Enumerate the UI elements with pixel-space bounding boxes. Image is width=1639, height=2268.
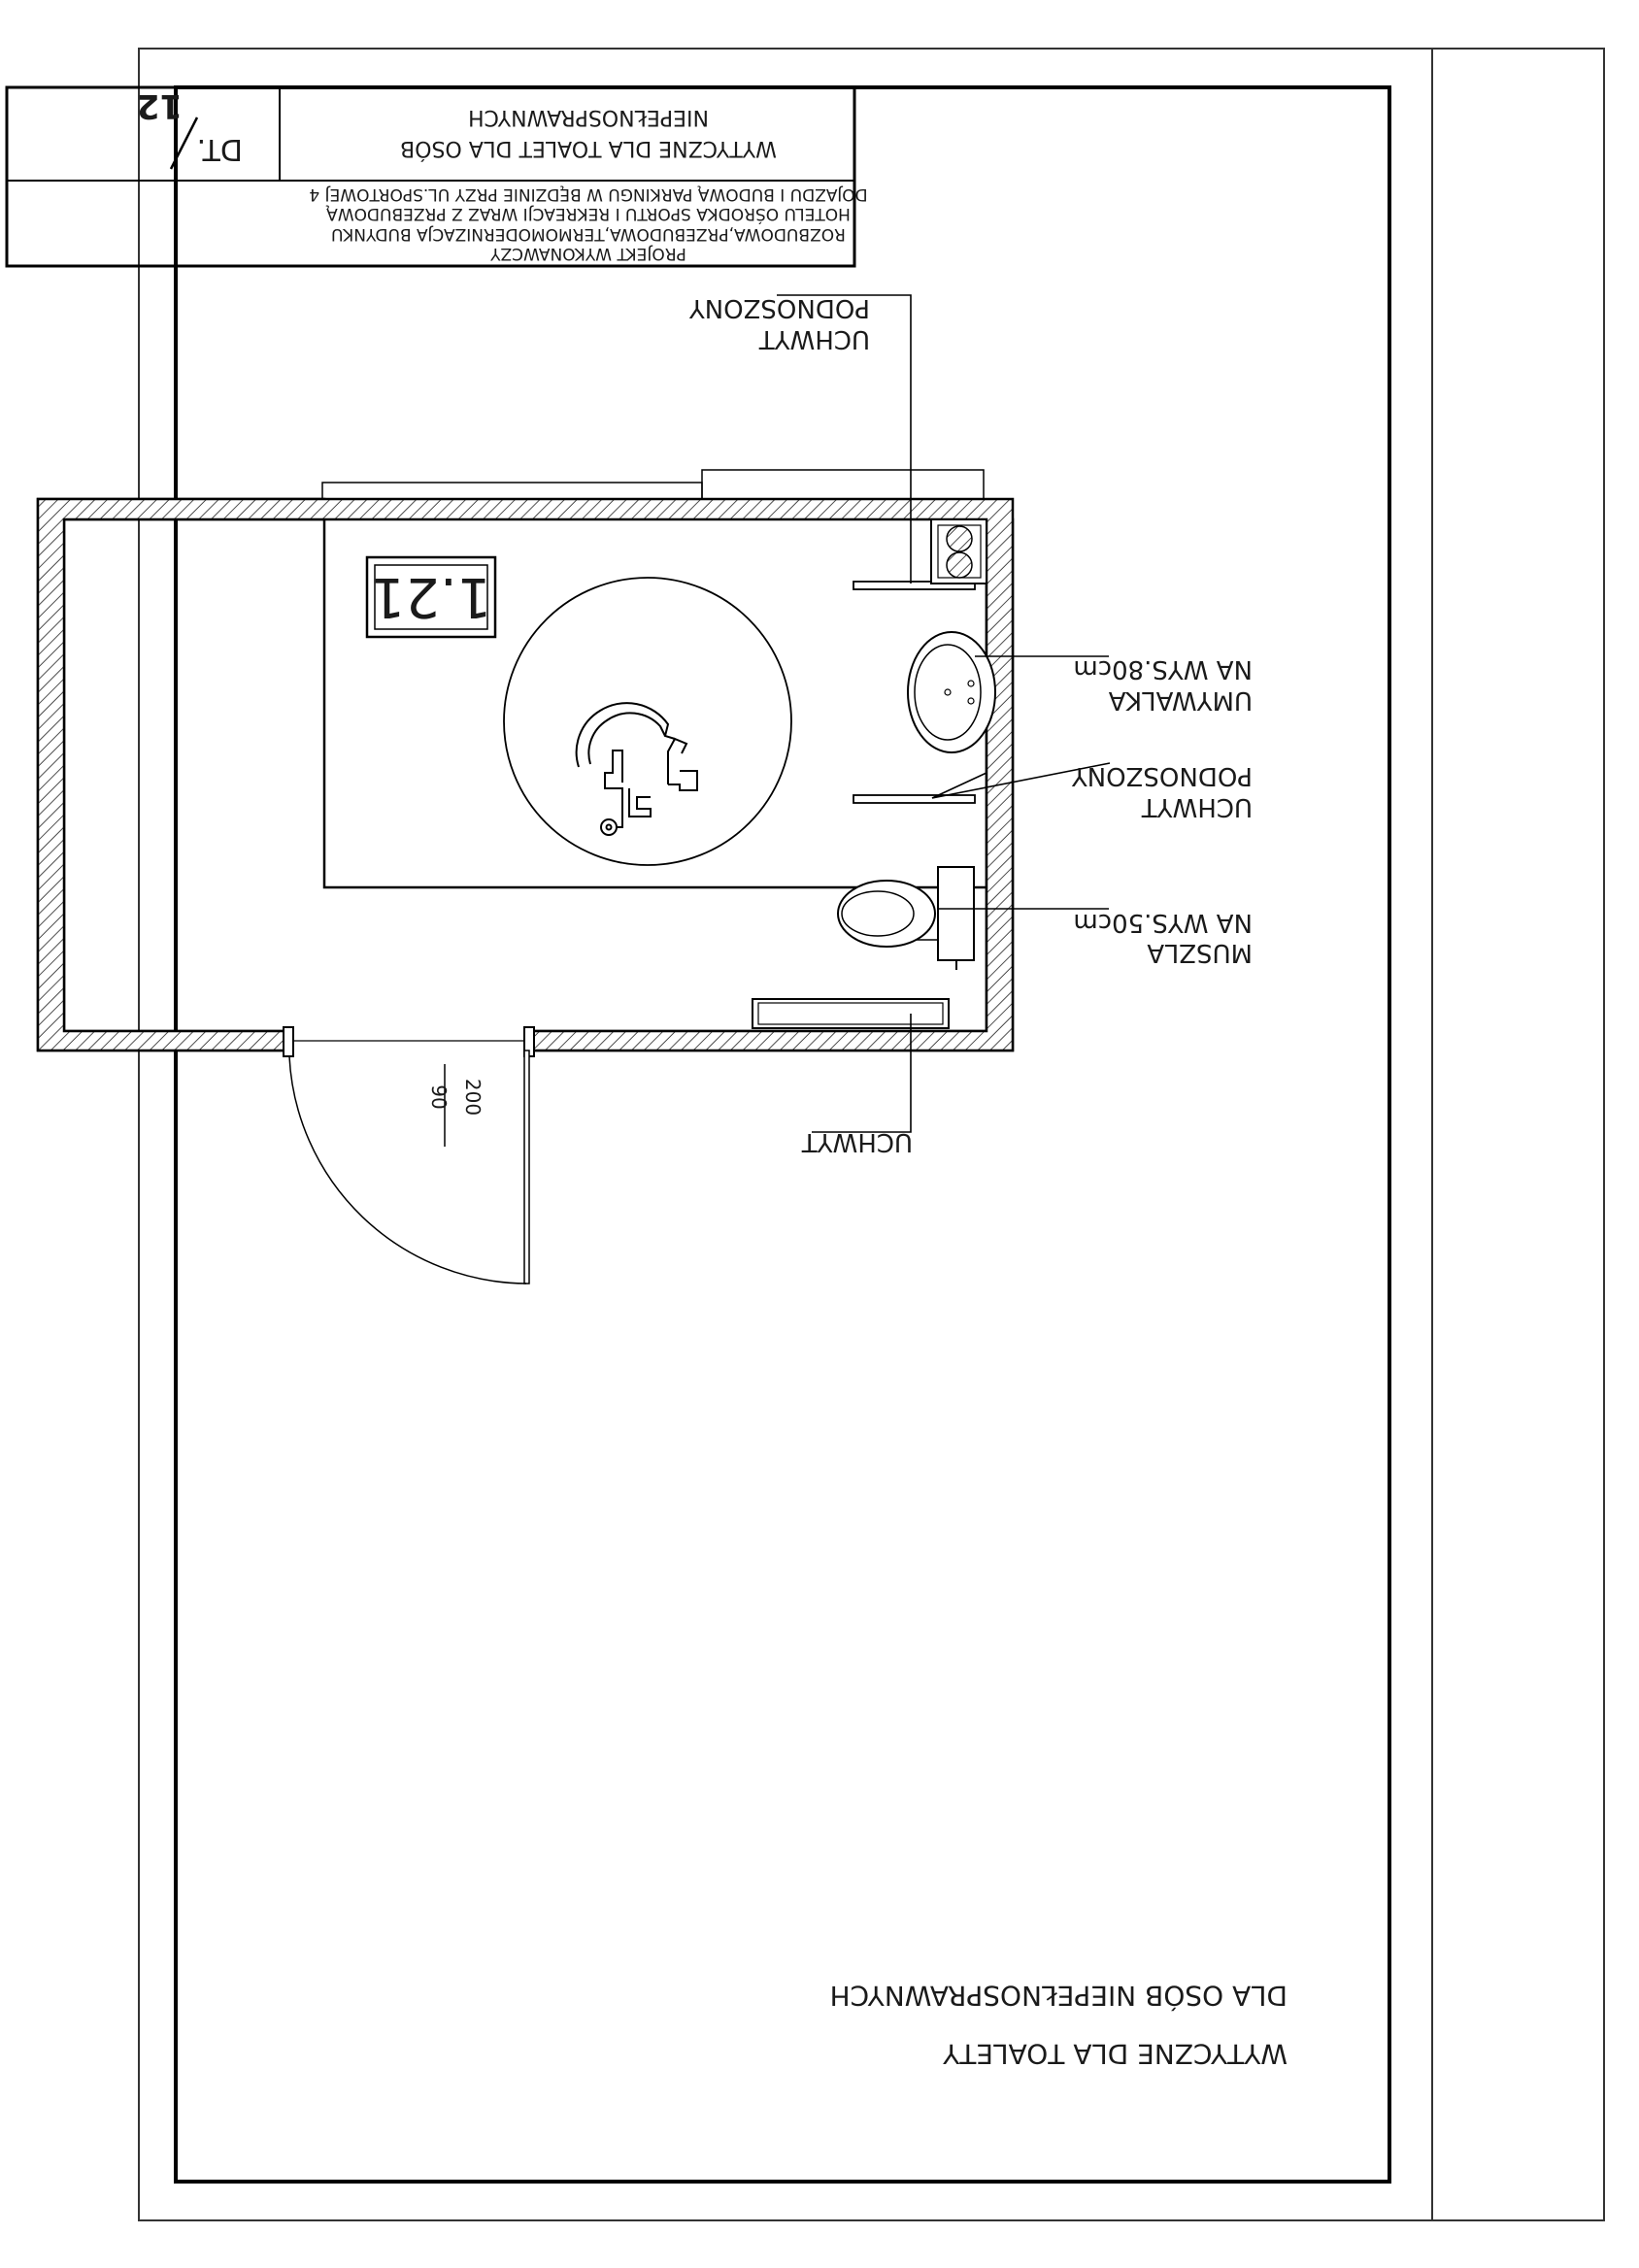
sheet-code-divider <box>169 117 199 170</box>
drawing-title-line-1: WYTYCZNE DLA TOALET DLA OSÓB <box>400 136 777 161</box>
callout-leader-grab-bar <box>812 1014 912 1133</box>
callout-washbasin-line-1: UMYWALKA <box>1109 685 1253 715</box>
callout-leader-fold-bar-1 <box>931 762 1111 799</box>
toilet-plan: 90 200 <box>36 469 1015 1284</box>
sheet-number: 12 <box>137 86 183 125</box>
fold-up-grab-bar-washbasin <box>853 581 976 590</box>
drawing-title-line-2: NIEPEŁNOSPRAWNYCH <box>468 105 709 129</box>
wheelchair-turning-circle <box>503 577 792 866</box>
callout-toilet-line-2: NA WYS.50cm <box>1073 908 1253 937</box>
callout-washbasin-line-2: NA WYS.80cm <box>1073 654 1253 684</box>
project-heading: PROJEKT WYKONAWCZY <box>490 244 686 263</box>
faucet-right <box>967 680 975 687</box>
callout-fold-bar-1-line-2: PODNOSZONY <box>1072 761 1253 790</box>
room-number: 1.21 <box>371 565 492 628</box>
door-leaf <box>523 1050 530 1284</box>
project-line-3: DOJAZDU I BUDOWĄ PARKINGU W BĘDZINIE PRZ… <box>309 184 867 204</box>
callout-leader-fold-bar-2 <box>777 294 912 584</box>
pipe-2 <box>946 525 973 552</box>
title-block: PROJEKT WYKONAWCZY ROZBUDOWA,PRZEBUDOWA,… <box>5 85 868 268</box>
faucet-left <box>967 697 975 705</box>
sheet-title-line-2: DLA OSÓB NIEPEŁNOSPRAWNYCH <box>830 1980 1288 2013</box>
callout-grab-bar-label: UCHWYT <box>802 1127 913 1156</box>
callouts <box>777 294 1111 1133</box>
washbasin-drain <box>944 688 952 696</box>
callout-toilet-line-1: MUSZLA <box>1147 938 1253 967</box>
fold-up-grab-bar-toilet <box>853 794 976 804</box>
project-line-1: ROZBUDOWA,PRZEBUDOWA,TERMOMODERNIZACJA B… <box>331 224 846 244</box>
door-width-label: 90 <box>427 1084 451 1109</box>
adjacent-wall-strip-left <box>701 469 985 500</box>
sheet-code: DT. <box>197 132 243 166</box>
callout-fold-bar-1-line-1: UCHWYT <box>1142 792 1253 821</box>
door-swing-arc <box>288 1055 527 1284</box>
sheet-title-line-1: WYTYCZNE DLA TOALETY <box>942 2038 1288 2070</box>
adjacent-wall-strip-right <box>321 482 703 500</box>
door-jamb-right <box>283 1026 294 1057</box>
door-height-label: 200 <box>461 1079 485 1116</box>
toilet-bowl <box>837 880 936 948</box>
callout-labels: UCHWYT MUSZLA NA WYS.50cm UCHWYT PODNOSZ… <box>689 293 1253 1156</box>
pipe-1 <box>946 551 973 579</box>
room-number-tag <box>365 555 497 639</box>
grab-bar-wall <box>752 998 950 1029</box>
title-block-frame <box>5 85 856 268</box>
wheelchair-icon <box>575 702 698 836</box>
drawing-frame <box>174 85 1391 2184</box>
callout-fold-bar-2-line-1: UCHWYT <box>759 324 870 353</box>
callout-fold-bar-2-line-2: PODNOSZONY <box>689 293 870 322</box>
sheet-title: WYTYCZNE DLA TOALETY DLA OSÓB NIEPEŁNOSP… <box>830 1980 1288 2070</box>
rotated-content: PROJEKT WYKONAWCZY ROZBUDOWA,PRZEBUDOWA,… <box>5 85 1288 2070</box>
project-line-2: HOTELU OŚRODKA SPORTU I REKREACJI WRAZ Z… <box>326 204 851 225</box>
sheet-outer-border <box>138 48 1605 2221</box>
washbasin <box>907 631 996 753</box>
toilet-tank <box>937 866 975 961</box>
